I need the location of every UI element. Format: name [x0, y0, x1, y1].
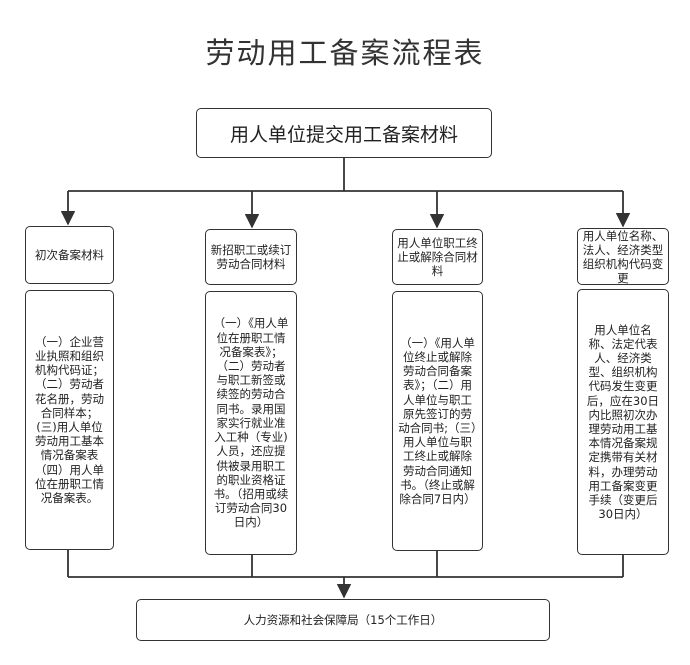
- col2-header: 新招职工或续订劳动合同材料: [205, 229, 297, 285]
- bottom-box: 人力资源和社会保障局（15个工作日）: [136, 599, 550, 641]
- top-box: 用人单位提交用工备案材料: [196, 108, 492, 158]
- col2-body: （一）《用人单位在册职工情况备案表》；（二）劳动者与职工新签或续签的劳动合同书。…: [205, 291, 297, 555]
- page-title: 劳动用工备案流程表: [205, 36, 485, 70]
- col4-body: 用人单位名称、法定代表人、经济类型、组织机构代码发生变更后，应在30日内比照初次…: [577, 289, 669, 555]
- col3-body: （一）《用人单位终止或解除劳动合同备案表》；（二）用人单位与职工原先签订的劳动合…: [392, 291, 483, 551]
- col1-header: 初次备案材料: [25, 226, 114, 284]
- col1-body: （一）企业营业执照和组织机构代码证；（二）劳动者花名册，劳动合同样本；(三)用人…: [25, 290, 114, 550]
- col3-header: 用人单位职工终止或解除合同材料: [392, 229, 483, 285]
- col4-header: 用人单位名称、法人、经济类型组织机构代码变更: [577, 228, 669, 285]
